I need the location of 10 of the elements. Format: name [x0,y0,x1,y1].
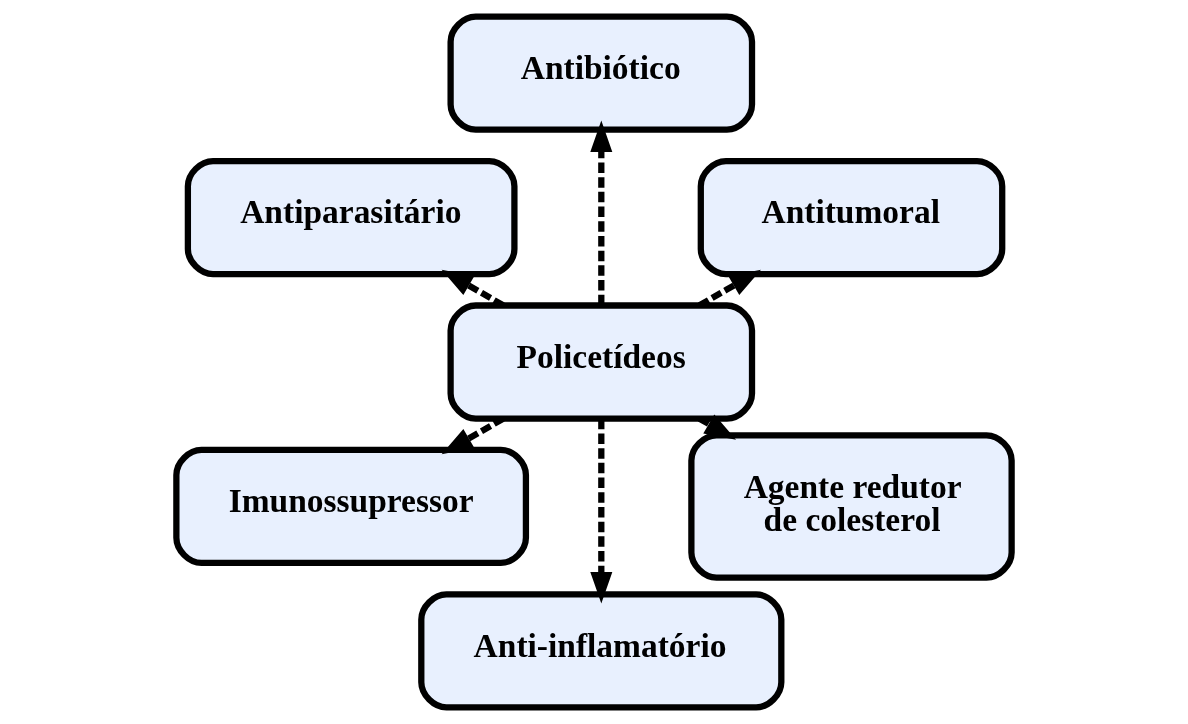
arrow [590,419,613,604]
arrow [590,120,613,305]
node-box: Imunossupressor [173,446,530,567]
node-box: Anti-inflamatório [418,591,785,711]
node-box: Antitumoral [697,157,1006,278]
node-box: Agente redutor de colesterol [688,432,1015,581]
arrow [697,414,737,440]
node-box: Policetídeos [447,302,756,422]
node-box: Antibiótico [447,13,756,133]
node-box: Antiparasitário [184,157,518,278]
